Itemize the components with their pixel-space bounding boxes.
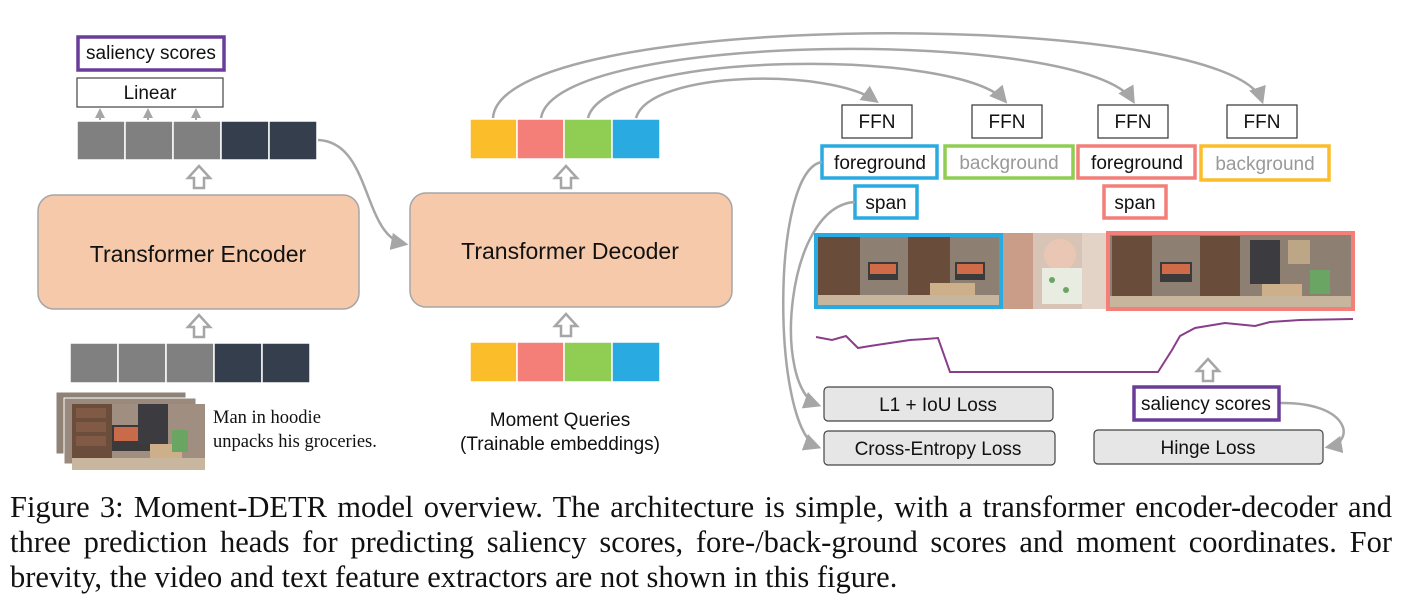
class-label-3: foreground (1091, 153, 1183, 174)
hinge-loss-label: Hinge Loss (1160, 438, 1255, 459)
decoder-in-arrow (553, 312, 579, 338)
linear-head: Linear (76, 77, 224, 108)
span-label-3: span (1114, 193, 1155, 214)
ffn-label-1: FFN (859, 112, 896, 133)
moment-query-tokens (469, 341, 661, 383)
video-frames-strip (814, 231, 1355, 311)
span-label-1: span (865, 193, 906, 214)
ffn-label-4: FFN (1244, 112, 1281, 133)
span-predictions: span span (853, 184, 1168, 220)
input-video-frames (55, 391, 205, 470)
saliency-scores-label: saliency scores (1141, 394, 1271, 415)
query-text-line-2: unpacks his groceries. (213, 432, 377, 452)
saliency-curve (815, 318, 1354, 373)
prediction-to-loss-arrows (782, 160, 1345, 454)
saliency-up-arrow (1195, 357, 1221, 383)
loss-boxes: L1 + IoU Loss Cross-Entropy Loss salienc… (823, 385, 1324, 466)
query-text: Man in hoodie unpacks his groceries. (213, 408, 377, 452)
cross-entropy-loss-label: Cross-Entropy Loss (855, 439, 1022, 460)
decoder-label: Transformer Decoder (461, 238, 679, 264)
l1-iou-loss-label: L1 + IoU Loss (879, 395, 997, 416)
class-label-1: foreground (834, 153, 926, 174)
encoder-in-arrow (186, 313, 212, 339)
transformer-encoder: Transformer Encoder (37, 194, 360, 310)
transformer-decoder: Transformer Decoder (409, 192, 733, 308)
linear-arrows (95, 108, 201, 120)
class-label-4: background (1215, 154, 1314, 175)
linear-label: Linear (124, 83, 177, 104)
ffn-heads: FFN FFN FFN FFN (841, 104, 1298, 139)
query-text-line-1: Man in hoodie (213, 408, 321, 428)
encoder-label: Transformer Encoder (90, 241, 307, 267)
decoder-out-arrow (553, 164, 579, 190)
encoder-saliency-label: saliency scores (86, 43, 216, 64)
ffn-label-3: FFN (1115, 112, 1152, 133)
moment-queries-sublabel: (Trainable embeddings) (460, 434, 660, 455)
moment-queries-label: Moment Queries (490, 410, 630, 431)
encoder-to-decoder-arrow (317, 138, 409, 251)
figure-caption: Figure 3: Moment-DETR model overview. Th… (10, 490, 1392, 594)
class-predictions: foreground background foreground backgro… (820, 144, 1331, 182)
encoder-input-tokens (69, 342, 311, 384)
class-label-2: background (959, 153, 1058, 174)
query-to-ffn-arrows (491, 31, 1266, 119)
encoder-output-tokens (76, 120, 318, 161)
encoder-output-box: saliency scores (76, 35, 226, 72)
decoder-output-embeddings (469, 118, 661, 160)
ffn-label-2: FFN (989, 112, 1026, 133)
encoder-out-arrow (186, 164, 212, 190)
architecture-diagram: saliency scores Linear Transformer Encod… (37, 31, 1355, 470)
